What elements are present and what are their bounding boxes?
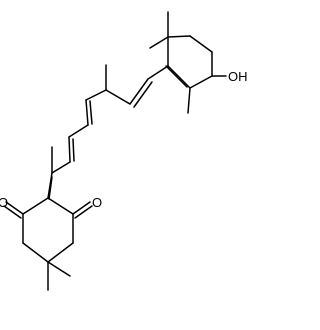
- bond: [48, 176, 53, 200]
- bond: [68, 124, 89, 138]
- bond: [149, 36, 169, 49]
- bond: [85, 89, 107, 101]
- ketone-oxygen-left-label: O: [0, 195, 8, 210]
- bond: [129, 78, 149, 105]
- bond: [167, 35, 191, 38]
- hydroxyl-label: OH: [228, 69, 248, 84]
- bond: [51, 161, 71, 174]
- bond: [72, 201, 91, 215]
- structure-diagram: OH O O: [0, 11, 248, 291]
- bond: [47, 197, 74, 215]
- bond: [189, 75, 213, 89]
- bond: [165, 65, 188, 88]
- bond: [47, 261, 71, 277]
- bond: [105, 89, 131, 105]
- bond: [22, 197, 49, 215]
- bond: [5, 201, 24, 215]
- bond: [72, 138, 75, 162]
- bond: [187, 87, 191, 114]
- ketone-oxygen-right-label: O: [92, 195, 102, 210]
- bond: [85, 99, 89, 126]
- atom-labels: OH O O: [0, 69, 248, 210]
- bond: [189, 35, 213, 53]
- bond: [167, 65, 191, 89]
- bond-network: [3, 11, 227, 291]
- bond: [3, 205, 22, 219]
- bond: [89, 100, 93, 125]
- bond: [74, 205, 93, 219]
- bond: [22, 242, 49, 263]
- bond: [133, 81, 153, 108]
- bond: [47, 242, 74, 263]
- bond: [147, 65, 169, 80]
- bond: [68, 136, 71, 163]
